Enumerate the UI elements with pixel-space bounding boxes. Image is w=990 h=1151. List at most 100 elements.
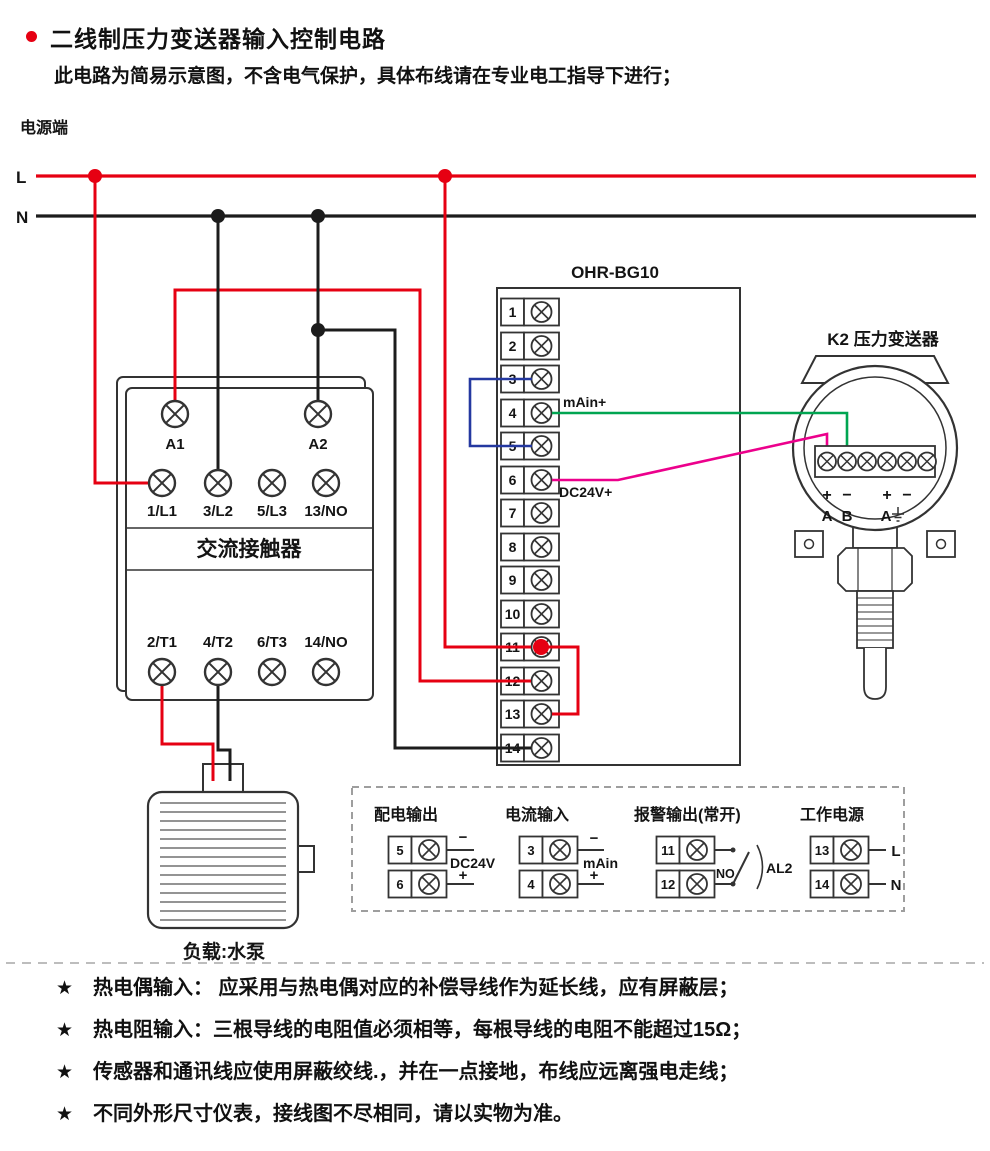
input-terminal-13no-label: 13/NO (304, 503, 348, 520)
legend-terminal-14-sign: N (891, 877, 902, 894)
star-icon: ★ (56, 1020, 74, 1041)
ohr-terminal-8-number: 8 (509, 539, 517, 555)
ohr-terminal-7-number: 7 (509, 505, 517, 521)
line-l-label: L (16, 168, 26, 187)
transmitter-polarity-minus-1: − (842, 487, 851, 504)
wire-neutral-to-power-terminal (318, 328, 531, 750)
dc24v-plus-label: DC24V+ (559, 484, 612, 500)
legend-alarm-output-title: 报警输出(常开) (634, 805, 741, 824)
motor-shaft (297, 845, 315, 873)
ohr-terminal-1-number: 1 (509, 304, 517, 320)
legend-al2-label: AL2 (766, 860, 793, 876)
legend-power-output-title: 配电输出 (374, 805, 438, 824)
transmitter-terminal-a2-label: A (881, 508, 892, 525)
transmitter-polarity-plus-2: + (882, 487, 891, 504)
wire-alarm-power-bridge (544, 645, 580, 716)
output-terminal-14no-label: 14/NO (304, 634, 348, 651)
legend-terminal-4: 4 (527, 877, 535, 892)
legend-terminal-12: 12 (661, 877, 675, 892)
legend-terminal-6: 6 (396, 877, 403, 892)
output-terminal-2t1-label: 2/T1 (147, 634, 177, 651)
ohr-terminal-9: 9 (500, 565, 560, 595)
legend-terminal-6-sign: + (459, 867, 468, 884)
legend-terminal-11: 11 (661, 843, 675, 858)
output-terminal-6t3-label: 6/T3 (257, 634, 287, 651)
pump-motor: 负载:水泵 (146, 763, 315, 963)
wire-supply-pink (552, 432, 829, 482)
coil-terminal-a1-label: A1 (165, 436, 184, 453)
legend-terminal-3: 3 (527, 843, 534, 858)
contactor-front-panel (125, 387, 374, 701)
legend-panel: 配电输出 5 − 6 + DC24V 电流输入 3 − 4 + mAin 报 (351, 786, 905, 912)
relay-no-label: NO (716, 867, 735, 881)
power-label: 电源端 (20, 118, 68, 137)
bullet-icon (26, 31, 37, 42)
controller-title: OHR-BG10 (571, 263, 659, 282)
note-row: ★ 传感器和通讯线应使用屏蔽绞线.，并在一点接地，布线应远离强电走线； (56, 1058, 956, 1087)
junction-dots (88, 169, 549, 655)
transmitter-terminal-a-label: A (822, 508, 833, 525)
ohr-terminal-13: 13 (500, 699, 560, 729)
legend-terminal-13-sign: L (891, 843, 900, 860)
main-plus-label: mAin+ (563, 394, 606, 410)
alarm-brace (756, 844, 764, 890)
junction-live-1 (88, 169, 102, 183)
ground-icon (892, 507, 904, 522)
star-icon: ★ (56, 1104, 74, 1125)
star-icon: ★ (56, 1062, 74, 1083)
motor-terminal-box (202, 763, 244, 793)
junction-live-2 (438, 169, 452, 183)
junction-neutral-1 (211, 209, 225, 223)
page-subtitle: 此电路为简易示意图，不含电气保护，具体布线请在专业电工指导下进行； (54, 66, 682, 87)
wire-live-to-contactor-input (93, 176, 162, 485)
coil-terminal-a2-label: A2 (308, 436, 327, 453)
transmitter-inner-ring (803, 376, 947, 520)
ohr-terminal-6: 6 (500, 465, 560, 495)
relay-contact-top (730, 847, 736, 853)
junction-neutral-3 (311, 323, 325, 337)
controller-ohr-bg10: OHR-BG10 1 2 3 4 5 6 7 8 9 10 11 12 13 1… (496, 263, 741, 766)
notes-section: ★ 热电偶输入： 应采用与热电偶对应的补偿导线作为延长线，应有屏蔽层； ★ 热电… (56, 974, 956, 1142)
star-icon: ★ (56, 978, 74, 999)
process-hex-nut (837, 547, 913, 592)
relay-blade (732, 851, 750, 885)
legend-terminal-3-sign: − (590, 830, 599, 847)
wiring (93, 176, 849, 781)
note-text-3: 传感器和通讯线应使用屏蔽绞线.，并在一点接地，布线应远离强电走线； (93, 1061, 739, 1083)
legend-dc24v-label: DC24V (450, 855, 496, 871)
legend-terminal-5: 5 (396, 843, 403, 858)
wire-live-to-alarm-terminal (443, 176, 531, 649)
power-rails: 电源端 L N (16, 118, 976, 227)
ohr-terminal-1: 1 (500, 297, 560, 327)
ohr-terminal-2-number: 2 (509, 338, 517, 354)
legend-terminal-5-sign: − (459, 829, 468, 846)
ohr-terminal-8: 8 (500, 532, 560, 562)
wire-signal-green (552, 411, 849, 452)
legend-main-label: mAin (583, 855, 618, 871)
wire-coil-to-alarm-output (173, 288, 531, 683)
ohr-terminal-6-number: 6 (509, 472, 517, 488)
legend-current-input: 电流输入 3 − 4 + mAin (505, 805, 618, 899)
wire-contactor-to-pump-neutral (216, 672, 232, 781)
input-terminal-1l1-label: 1/L1 (147, 503, 177, 520)
transmitter-terminal-b-label: B (842, 508, 853, 525)
legend-terminal-13: 13 (815, 843, 829, 858)
ohr-terminal-4-number: 4 (509, 405, 517, 421)
note-row: ★ 不同外形尺寸仪表，接线图不尽相同，请以实物为准。 (56, 1100, 956, 1129)
page-title: 二线制压力变送器输入控制电路 (50, 26, 386, 52)
thread-lines (857, 597, 893, 641)
junction-neutral-2 (311, 209, 325, 223)
ear-bolt-left (803, 538, 815, 550)
wire-contactor-to-pump-live (160, 672, 215, 781)
legend-working-power: 工作电源 13 L 14 N (800, 805, 902, 899)
input-terminal-5l3-label: 5/L3 (257, 503, 287, 520)
legend-current-input-title: 电流输入 (505, 805, 569, 824)
note-row: ★ 热电偶输入： 应采用与热电偶对应的补偿导线作为延长线，应有屏蔽层； (56, 974, 956, 1003)
contactor-label: 交流接触器 (197, 537, 303, 561)
pressure-transmitter-body: K2 压力变送器 (791, 329, 959, 700)
motor-fins (160, 802, 286, 921)
pressure-transmitter-terminals: + − + − A B A (814, 445, 937, 525)
junction-alarm-terminal (533, 639, 549, 655)
